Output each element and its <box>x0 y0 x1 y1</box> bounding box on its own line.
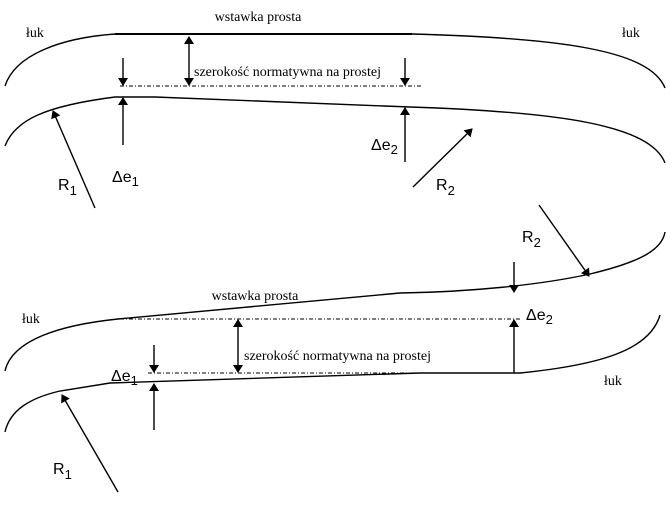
top-straight-label: wstawka prosta <box>215 10 302 25</box>
top-r1-arrow <box>51 110 96 209</box>
bottom-r2-label: R2 <box>522 229 541 250</box>
top-width-label: szerokość normatywna na prostej <box>194 65 381 80</box>
bottom-width-label: szerokość normatywna na prostej <box>244 349 431 364</box>
top-de2-label: Δe2 <box>371 137 398 157</box>
top-r2-arrow <box>412 128 473 188</box>
bottom-arc-right-label: łuk <box>604 374 622 389</box>
top-outer-edge <box>4 33 116 87</box>
bottom-r1-label: R1 <box>53 461 72 482</box>
top-arc-left-label: łuk <box>26 26 44 41</box>
top-arc-right-label: łuk <box>622 26 640 41</box>
top-inner-edge <box>4 96 666 164</box>
top-diagram: wstawka prosta łuk łuk szerokość normaty… <box>4 10 666 209</box>
bottom-inner-edge <box>4 314 661 433</box>
bottom-arc-left-label: łuk <box>22 312 40 327</box>
bottom-r1-arrow <box>61 394 119 493</box>
top-r1-label: R1 <box>58 177 77 198</box>
bottom-diagram: wstawka prosta łuk łuk szerokość normaty… <box>4 204 666 493</box>
top-r2-label: R2 <box>436 177 455 198</box>
bottom-de1-label: Δe1 <box>111 368 138 388</box>
bottom-de2-label: Δe2 <box>526 307 553 327</box>
top-outer-right-arc <box>411 33 666 89</box>
bottom-r2-arrow <box>538 204 590 277</box>
bottom-straight-label: wstawka prosta <box>212 289 299 304</box>
top-de1-label: Δe1 <box>112 169 139 189</box>
bottom-outer-edge <box>4 231 666 372</box>
